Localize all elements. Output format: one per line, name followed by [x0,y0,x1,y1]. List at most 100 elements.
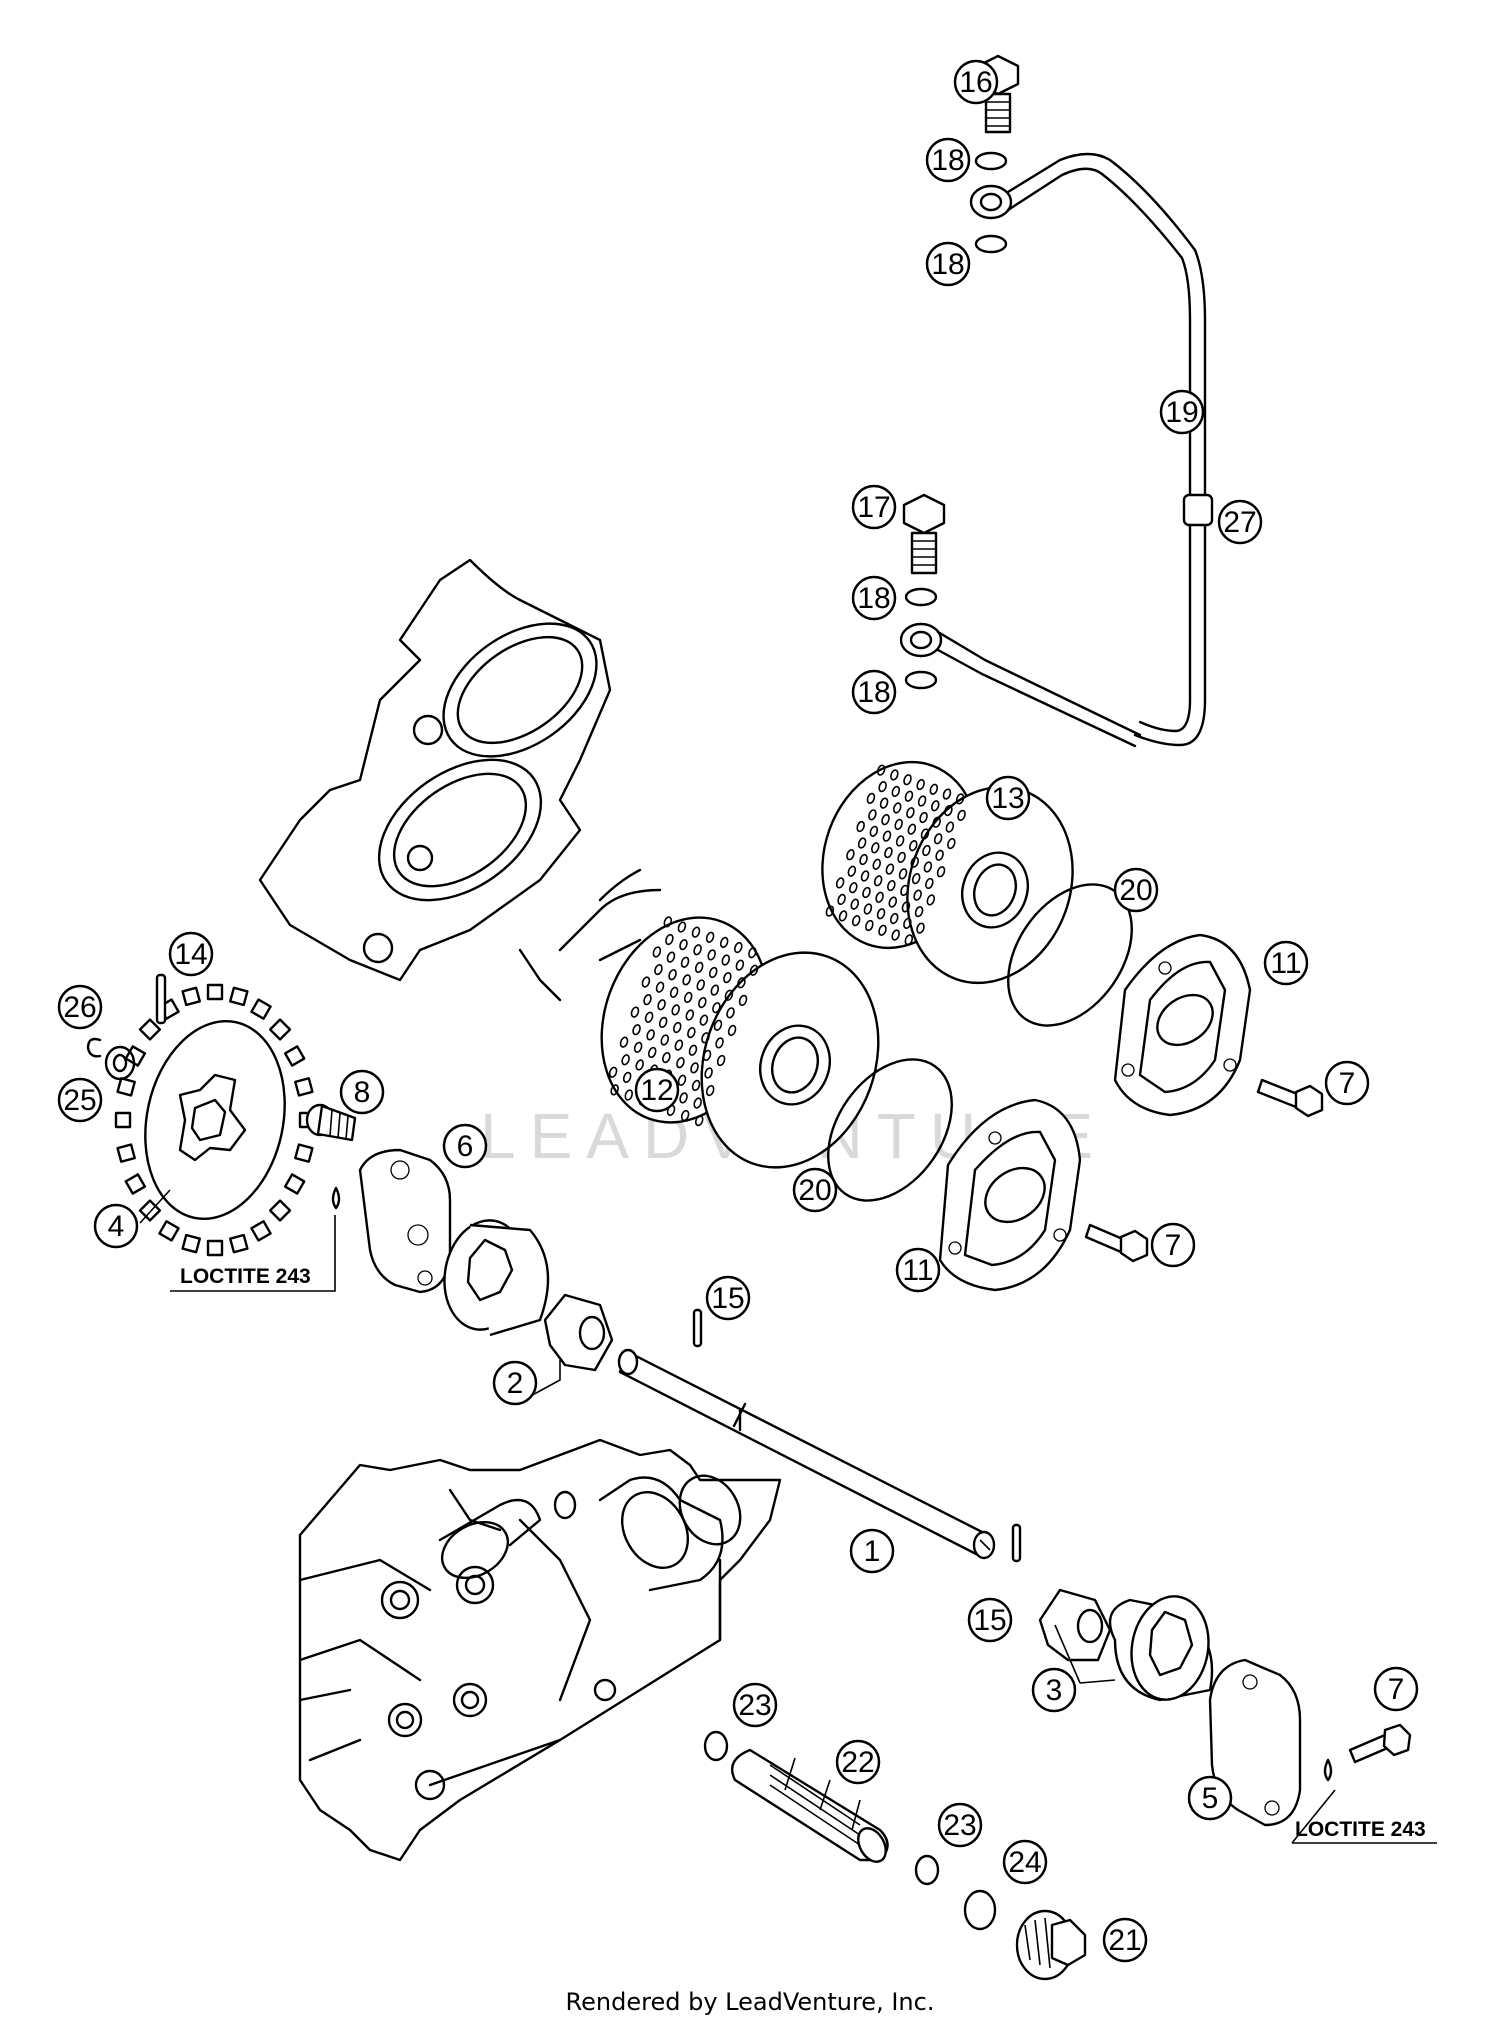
callout-18: 18 [851,575,897,621]
callout-circle [1217,499,1263,545]
callout-24: 24 [1002,1839,1048,1885]
callout-circle [634,1067,680,1113]
callout-number: 20 [1119,874,1152,907]
lower-housing [298,1438,782,1862]
callout-circle [851,484,897,530]
callout-circle [705,1275,751,1321]
callout-circle [1002,1839,1048,1885]
oil-filter-13 [821,760,1074,985]
pin-15-lower [1011,1523,1022,1563]
callout-6: 6 [442,1123,488,1169]
callout-circle [1159,389,1205,435]
callout-23: 23 [732,1682,778,1728]
callout-number: 20 [798,1174,831,1207]
callout-circle [925,137,971,183]
circlip-26 [86,1037,102,1058]
callout-number: 5 [1202,1782,1219,1815]
o-ring-20-lower [827,1058,953,1202]
callout-number: 27 [1223,506,1256,539]
callout-number: 15 [973,1604,1006,1637]
callout-number: 14 [174,938,207,971]
upper-housing [258,558,662,1002]
callout-circle [1373,1666,1419,1712]
callout-circle [168,931,214,977]
callout-number: 15 [711,1282,744,1315]
callout-number: 2 [507,1367,524,1400]
screw-7-c [1348,1723,1412,1764]
callout-16: 16 [953,59,999,105]
callout-number: 12 [640,1074,673,1107]
footer-credit: Rendered by LeadVenture, Inc. [565,1988,935,2016]
callout-22: 22 [835,1739,881,1785]
callout-14: 14 [168,931,214,977]
banjo-bolt-17 [902,493,946,575]
pump-rotor-inner-3 [1038,1588,1112,1662]
callout-number: 25 [63,1084,96,1117]
callout-20: 20 [792,1167,838,1213]
washer-18b [974,234,1008,254]
callout-7: 7 [1150,1222,1196,1268]
callout-number: 11 [1270,947,1301,980]
callout-number: 1 [864,1535,881,1568]
callout-circle [792,1167,838,1213]
callout-number: 7 [1339,1067,1356,1100]
callout-2: 2 [492,1360,538,1406]
callout-number: 7 [1165,1229,1182,1262]
filter-cover-11-upper [1113,933,1252,1117]
screw-7-a [1256,1078,1324,1118]
callout-number: 3 [1046,1674,1063,1707]
callout-circle [851,575,897,621]
leader-lines [139,1189,1116,1684]
loctite-drop-right [1323,1758,1333,1782]
callout-circle [57,1077,103,1123]
callout-23: 23 [937,1802,983,1848]
tube-clip-27 [1182,493,1214,527]
washer-25 [104,1045,136,1081]
callout-3: 3 [1031,1667,1077,1713]
callout-circle [1113,867,1159,913]
callout-number: 18 [857,582,890,615]
callout-number: 6 [457,1130,474,1163]
callout-27: 27 [1217,499,1263,545]
callout-21: 21 [1102,1917,1148,1963]
callout-18: 18 [925,241,971,287]
loctite-note-right: LOCTITE 243 [1291,1789,1437,1844]
callout-circle [1102,1917,1148,1963]
callout-circle [1324,1060,1370,1106]
callout-circle [851,669,897,715]
callout-11: 11 [1263,940,1309,986]
callout-17: 17 [851,484,897,530]
callout-circle [442,1123,488,1169]
callouts: 1618181927171818132011712201171482625641… [57,59,1419,1963]
pump-rotor-outer-2 [443,1219,550,1337]
callout-circle [1263,940,1309,986]
pin-14 [155,973,167,1025]
callout-1: 1 [849,1528,895,1574]
callout-number: 21 [1108,1924,1141,1957]
filter-cover-11-lower [938,1098,1082,1292]
callout-circle [849,1528,895,1574]
oil-screen-22 [730,1748,889,1863]
callout-number: 22 [841,1746,874,1779]
oil-line-assembly [899,54,1214,748]
washer-24 [963,1889,997,1931]
oil-filter-12 [600,916,880,1169]
callout-15: 15 [967,1597,1013,1643]
loctite-label-left: LOCTITE 243 [180,1265,311,1288]
pump-rotor-inner-2 [543,1293,614,1372]
callout-circle [925,241,971,287]
callout-7: 7 [1373,1666,1419,1712]
loctite-drop-left [331,1186,341,1210]
callout-18: 18 [851,669,897,715]
washer-18c [904,587,938,607]
pump-rotor-outer-3 [1108,1595,1214,1702]
callout-26: 26 [57,984,103,1030]
oil-pump-gear-4 [114,983,316,1257]
callout-number: 24 [1008,1846,1041,1879]
callout-number: 11 [902,1254,933,1287]
callout-number: 4 [108,1210,125,1243]
banjo-eye-upper [969,184,1013,220]
loctite-label-right: LOCTITE 243 [1295,1818,1426,1841]
callout-circle [57,984,103,1030]
